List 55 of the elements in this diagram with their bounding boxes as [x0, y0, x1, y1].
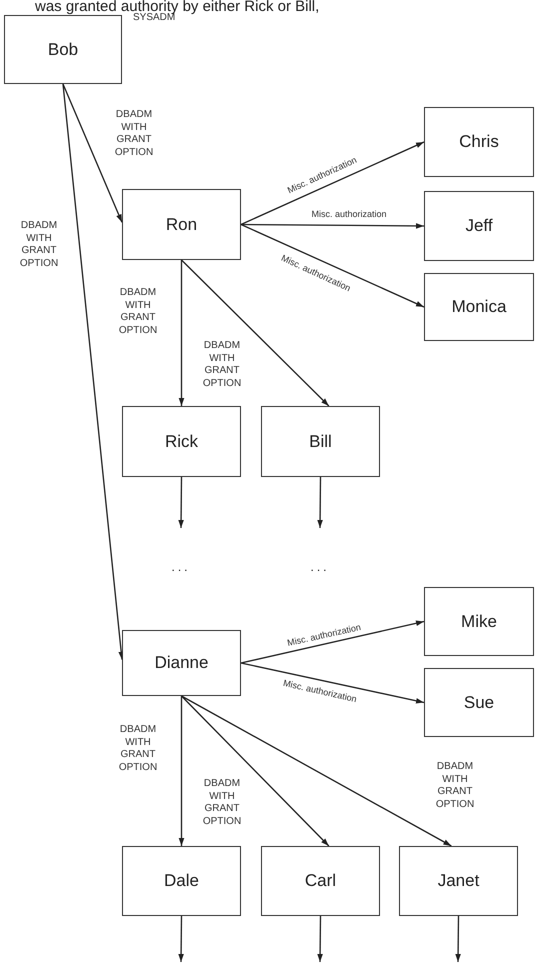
arrow	[317, 916, 323, 962]
arrow	[181, 696, 330, 846]
person-name: Chris	[459, 132, 499, 152]
edge-label: DBADM WITH GRANT OPTION	[202, 778, 242, 828]
person-name: Sue	[464, 692, 494, 712]
person-box	[122, 406, 241, 477]
person-name: Rick	[164, 432, 198, 452]
edge-label: Misc. authorization	[311, 208, 387, 220]
person-box	[424, 668, 534, 737]
person-box	[122, 630, 241, 696]
person-box	[424, 587, 534, 656]
arrow	[62, 84, 124, 660]
edge-label: DBADM WITH GRANT OPTION	[118, 724, 158, 774]
person-name: Monica	[452, 297, 506, 317]
person-name: Janet	[438, 871, 480, 891]
person-box	[261, 846, 380, 916]
person-name: Carl	[304, 871, 336, 891]
arrow	[181, 695, 452, 847]
person-name: Bob	[48, 40, 78, 60]
person-name: Ron	[166, 214, 198, 234]
arrow	[178, 477, 184, 528]
arrow	[240, 141, 424, 226]
edge-label: DBADM WITH GRANT OPTION	[118, 287, 158, 337]
person-box	[424, 107, 534, 177]
edge-label: DBADM WITH GRANT OPTION	[202, 340, 242, 390]
arrow	[178, 916, 184, 962]
edge-label: DBADM WITH GRANT OPTION	[20, 220, 58, 270]
person-box	[399, 846, 518, 916]
arrow	[240, 620, 424, 664]
arrow	[178, 260, 184, 406]
edge-label: DBADM WITH GRANT OPTION	[436, 761, 474, 811]
person-name: Jeff	[465, 216, 493, 236]
person-box	[4, 15, 122, 84]
person-name: Bill	[309, 432, 332, 452]
person-box	[261, 406, 380, 477]
person-box	[122, 189, 241, 260]
caption-text: was granted authority by either Rick or Bill,	[35, 0, 320, 14]
arrow	[241, 223, 424, 229]
person-name: Dianne	[154, 653, 208, 673]
person-box	[424, 273, 534, 341]
person-name: Mike	[461, 612, 497, 632]
arrow	[181, 260, 330, 406]
edge-label: DBADM WITH GRANT OPTION	[114, 109, 154, 159]
arrow	[240, 224, 424, 308]
person-box	[122, 846, 241, 916]
arrow	[62, 84, 123, 223]
ellipsis: ...	[310, 560, 330, 574]
person-name: Dale	[164, 871, 199, 891]
person-box	[424, 191, 534, 261]
arrow	[455, 916, 461, 962]
arrow	[240, 662, 424, 704]
arrow	[317, 477, 323, 528]
ellipsis: ...	[172, 560, 190, 574]
arrow	[178, 696, 184, 846]
role-label: SYSADM	[133, 12, 176, 23]
